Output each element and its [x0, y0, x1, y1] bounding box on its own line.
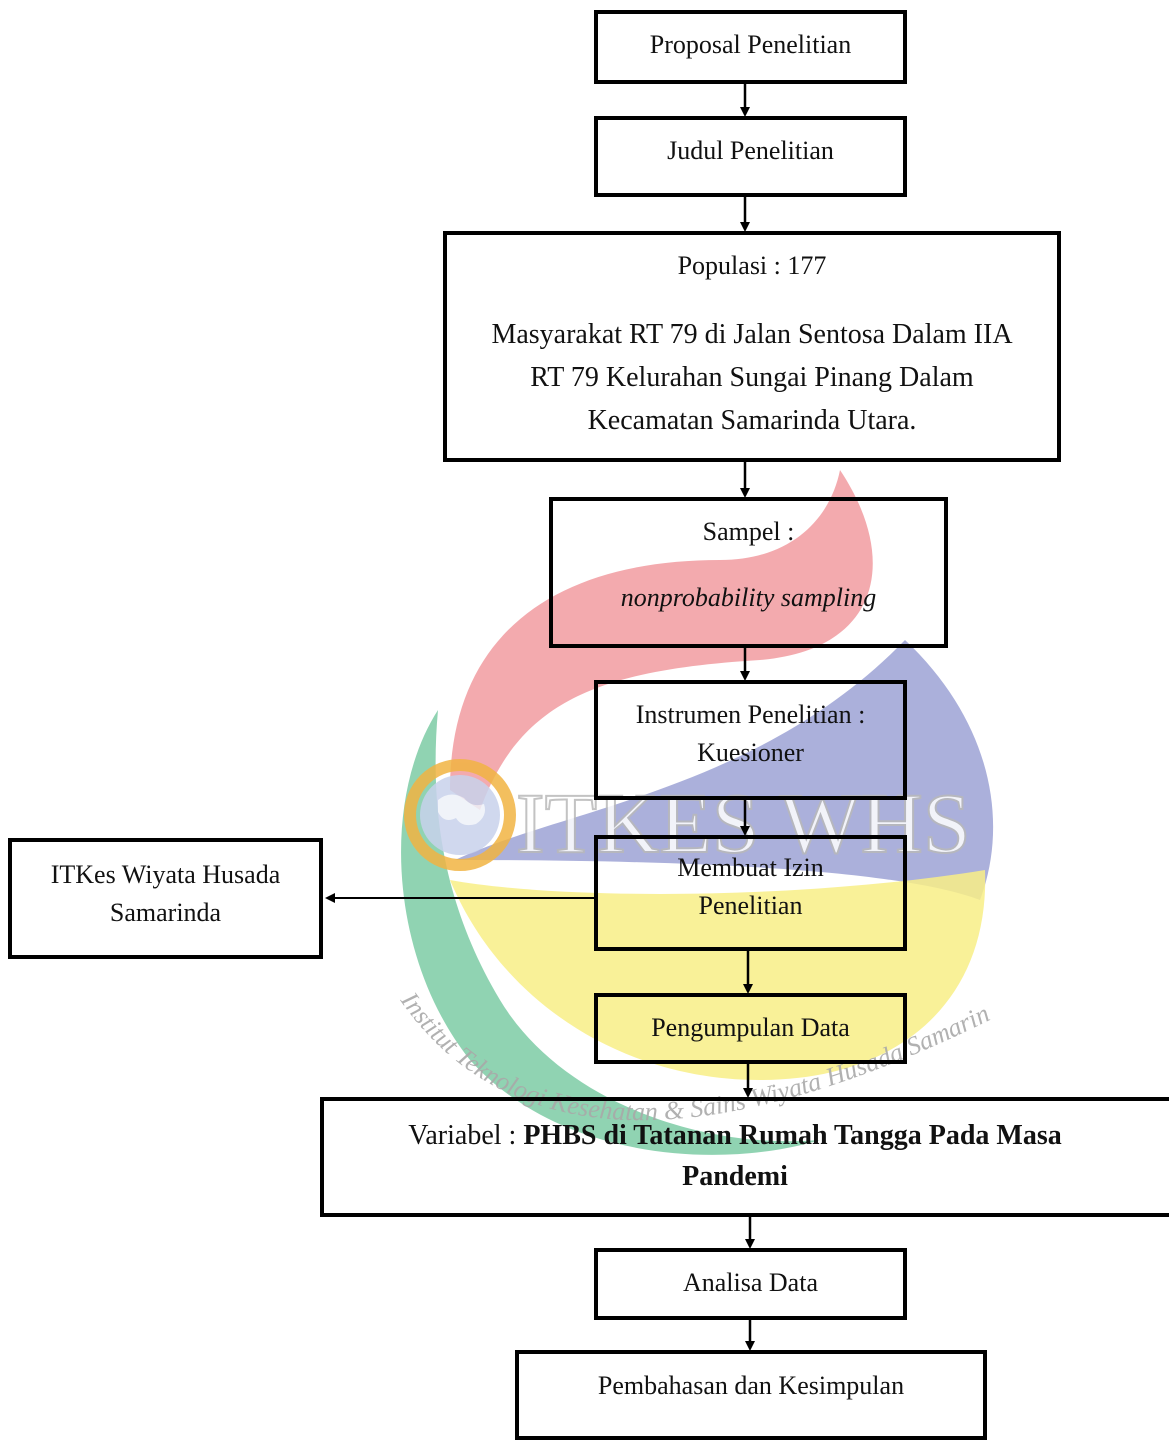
sampel-heading: Sampel :: [702, 517, 795, 546]
box-label: Proposal Penelitian: [649, 30, 852, 59]
populasi-line-2: RT 79 Kelurahan Sungai Pinang Dalam: [530, 362, 974, 393]
box-instrumen-penelitian: Instrumen Penelitian : Kuesioner: [594, 680, 907, 800]
box-judul-penelitian: Judul Penelitian: [594, 116, 907, 197]
watermark-yellow-swoosh: [450, 870, 986, 1080]
watermark-logo-text: ITKES WHS: [516, 775, 971, 871]
box-label: Judul Penelitian: [667, 136, 834, 165]
box-label: Analisa Data: [682, 1268, 818, 1297]
box-variabel: Variabel : PHBS di Tatanan Rumah Tangga …: [320, 1097, 1169, 1217]
variabel-name-line-2: Pandemi: [682, 1161, 788, 1192]
box-label: Pengumpulan Data: [651, 1013, 850, 1042]
box-pembahasan-kesimpulan: Pembahasan dan Kesimpulan: [515, 1350, 987, 1440]
itkes-line-1: ITKes Wiyata Husada: [50, 860, 281, 889]
izin-line-2: Penelitian: [698, 891, 803, 920]
box-label: Pembahasan dan Kesimpulan: [597, 1371, 905, 1400]
box-membuat-izin: Membuat Izin Penelitian: [594, 835, 907, 951]
variabel-name-line-1: PHBS di Tatanan Rumah Tangga Pada Masa: [523, 1120, 1062, 1151]
box-proposal-penelitian: Proposal Penelitian: [594, 10, 907, 84]
box-itkes-wiyata-husada: ITKes Wiyata Husada Samarinda: [8, 838, 323, 959]
instrumen-line-2: Kuesioner: [697, 738, 804, 767]
watermark-globe: [404, 759, 516, 871]
populasi-line-3: Kecamatan Samarinda Utara.: [587, 405, 917, 436]
populasi-heading: Populasi : 177: [677, 251, 827, 280]
instrumen-line-1: Instrumen Penelitian :: [635, 700, 866, 729]
box-sampel: Sampel : nonprobability sampling: [549, 497, 948, 648]
box-pengumpulan-data: Pengumpulan Data: [594, 993, 907, 1064]
watermark-green-swoosh: [401, 710, 820, 1155]
variabel-prefix: Variabel :: [408, 1120, 524, 1151]
box-analisa-data: Analisa Data: [594, 1248, 907, 1320]
watermark-red-swoosh: [450, 470, 873, 810]
box-populasi: Populasi : 177 Masyarakat RT 79 di Jalan…: [443, 231, 1061, 462]
sampel-method: nonprobability sampling: [620, 583, 877, 612]
populasi-line-1: Masyarakat RT 79 di Jalan Sentosa Dalam …: [491, 319, 1013, 350]
izin-line-1: Membuat Izin: [677, 853, 824, 882]
itkes-line-2: Samarinda: [109, 898, 222, 927]
